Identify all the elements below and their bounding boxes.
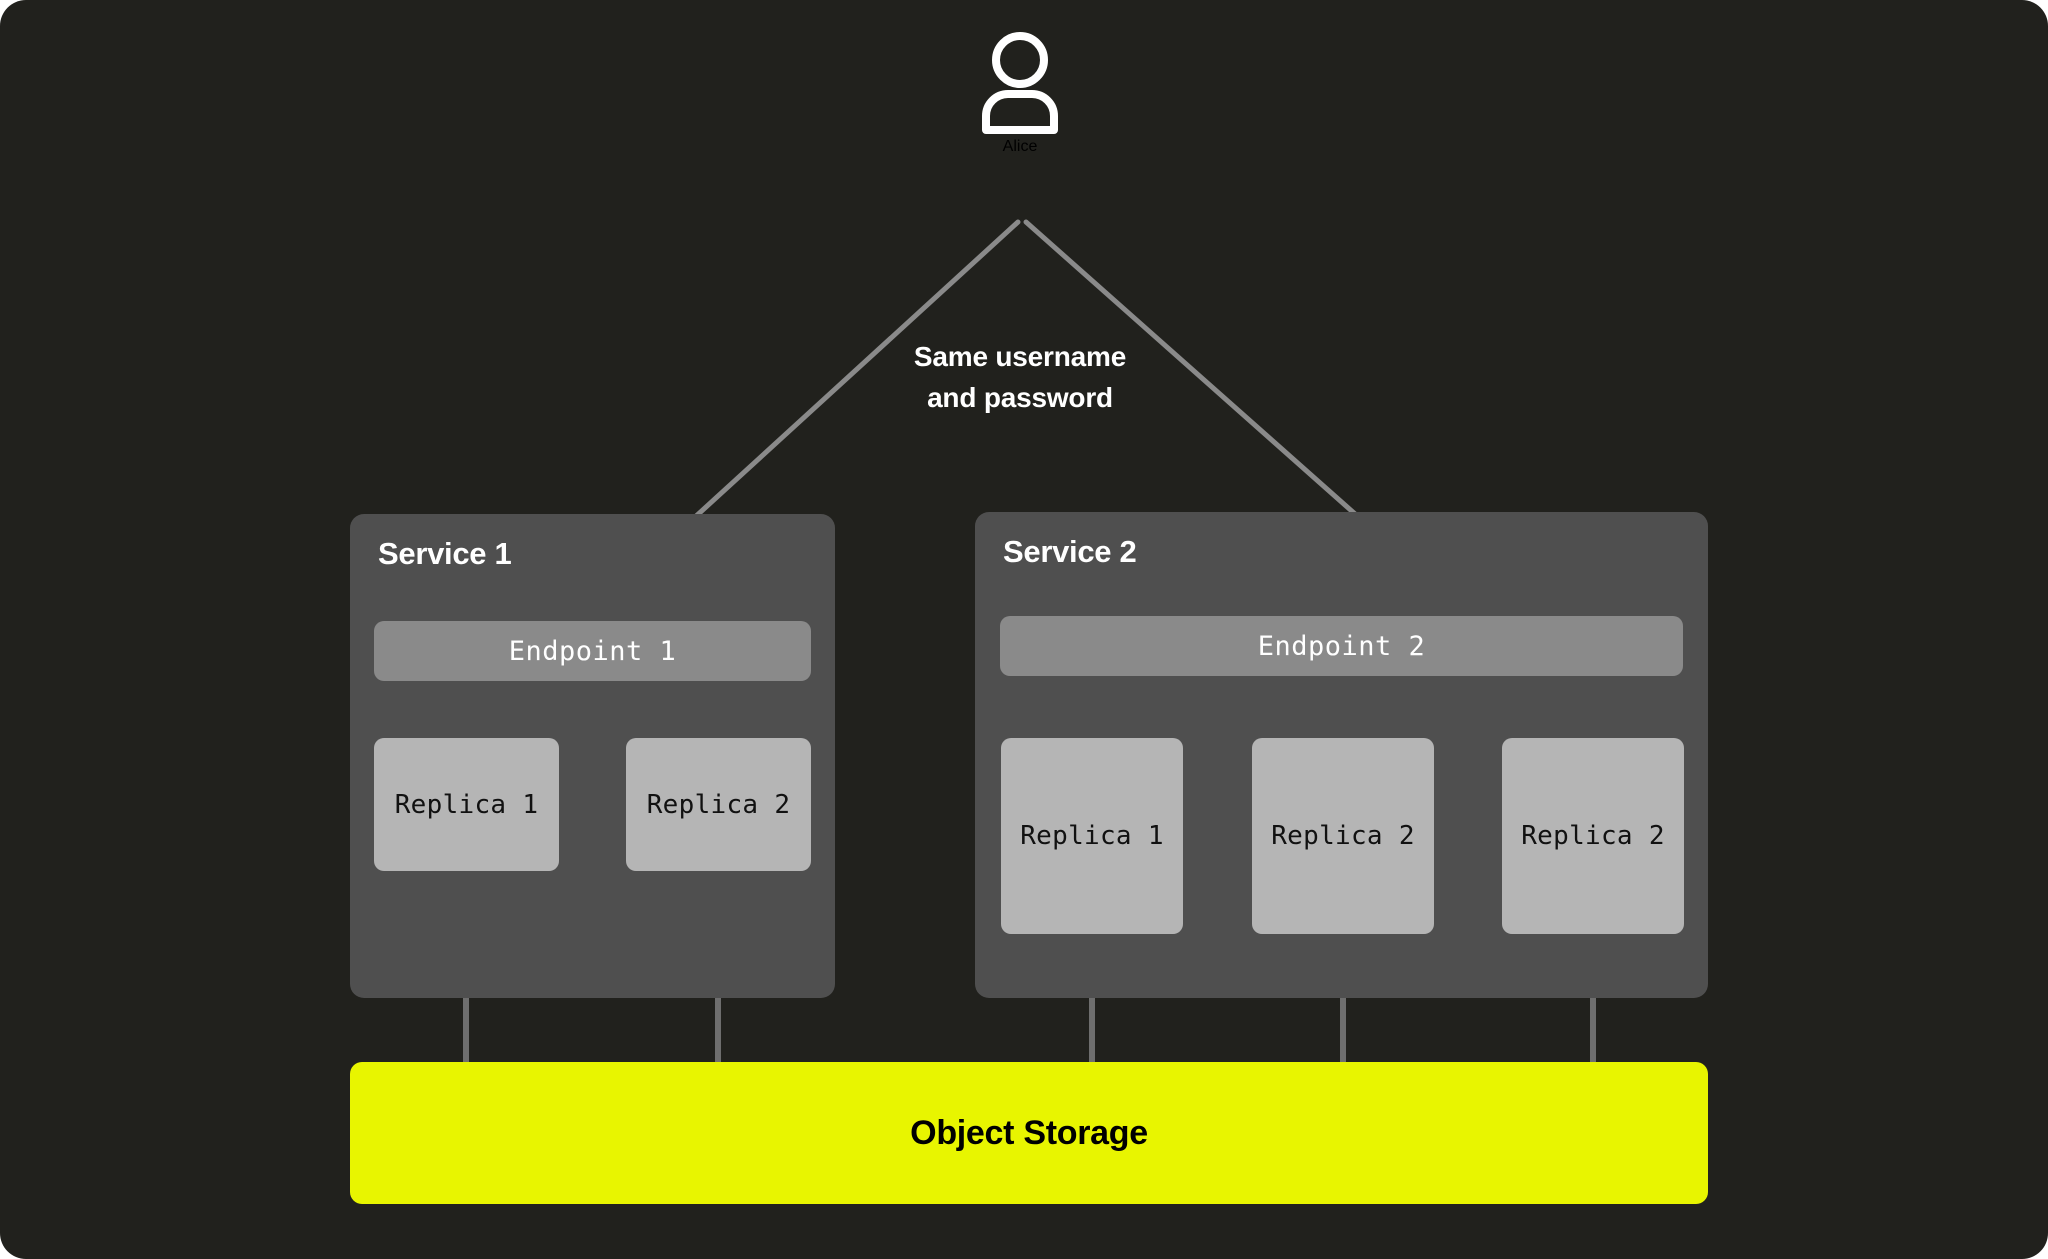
service-2-replica-2: Replica 2 xyxy=(1252,738,1434,934)
endpoint-2: Endpoint 2 xyxy=(1000,616,1683,676)
actor-alice: Alice xyxy=(920,30,1120,156)
service-1-replica-2: Replica 2 xyxy=(626,738,811,871)
flow-caption-line-2: and password xyxy=(927,382,1113,413)
service-2-replica-1: Replica 1 xyxy=(1001,738,1183,934)
service-box-1: Service 1 Endpoint 1 Replica 1 Replica 2 xyxy=(350,514,835,998)
user-icon xyxy=(982,32,1058,134)
flow-caption-line-1: Same username xyxy=(913,341,1127,372)
service-1-title: Service 1 xyxy=(378,536,512,571)
object-storage-bar: Object Storage xyxy=(350,1062,1708,1204)
actor-label: Alice xyxy=(1002,138,1038,155)
service-2-replica-3: Replica 2 xyxy=(1502,738,1684,934)
endpoint-1: Endpoint 1 xyxy=(374,621,811,681)
service-1-replica-1: Replica 1 xyxy=(374,738,559,871)
flow-caption: Same username and password xyxy=(824,336,1216,418)
object-storage-label: Object Storage xyxy=(910,1113,1148,1152)
service-box-2: Service 2 Endpoint 2 Replica 1 Replica 2… xyxy=(975,512,1708,998)
service-2-title: Service 2 xyxy=(1003,534,1137,569)
